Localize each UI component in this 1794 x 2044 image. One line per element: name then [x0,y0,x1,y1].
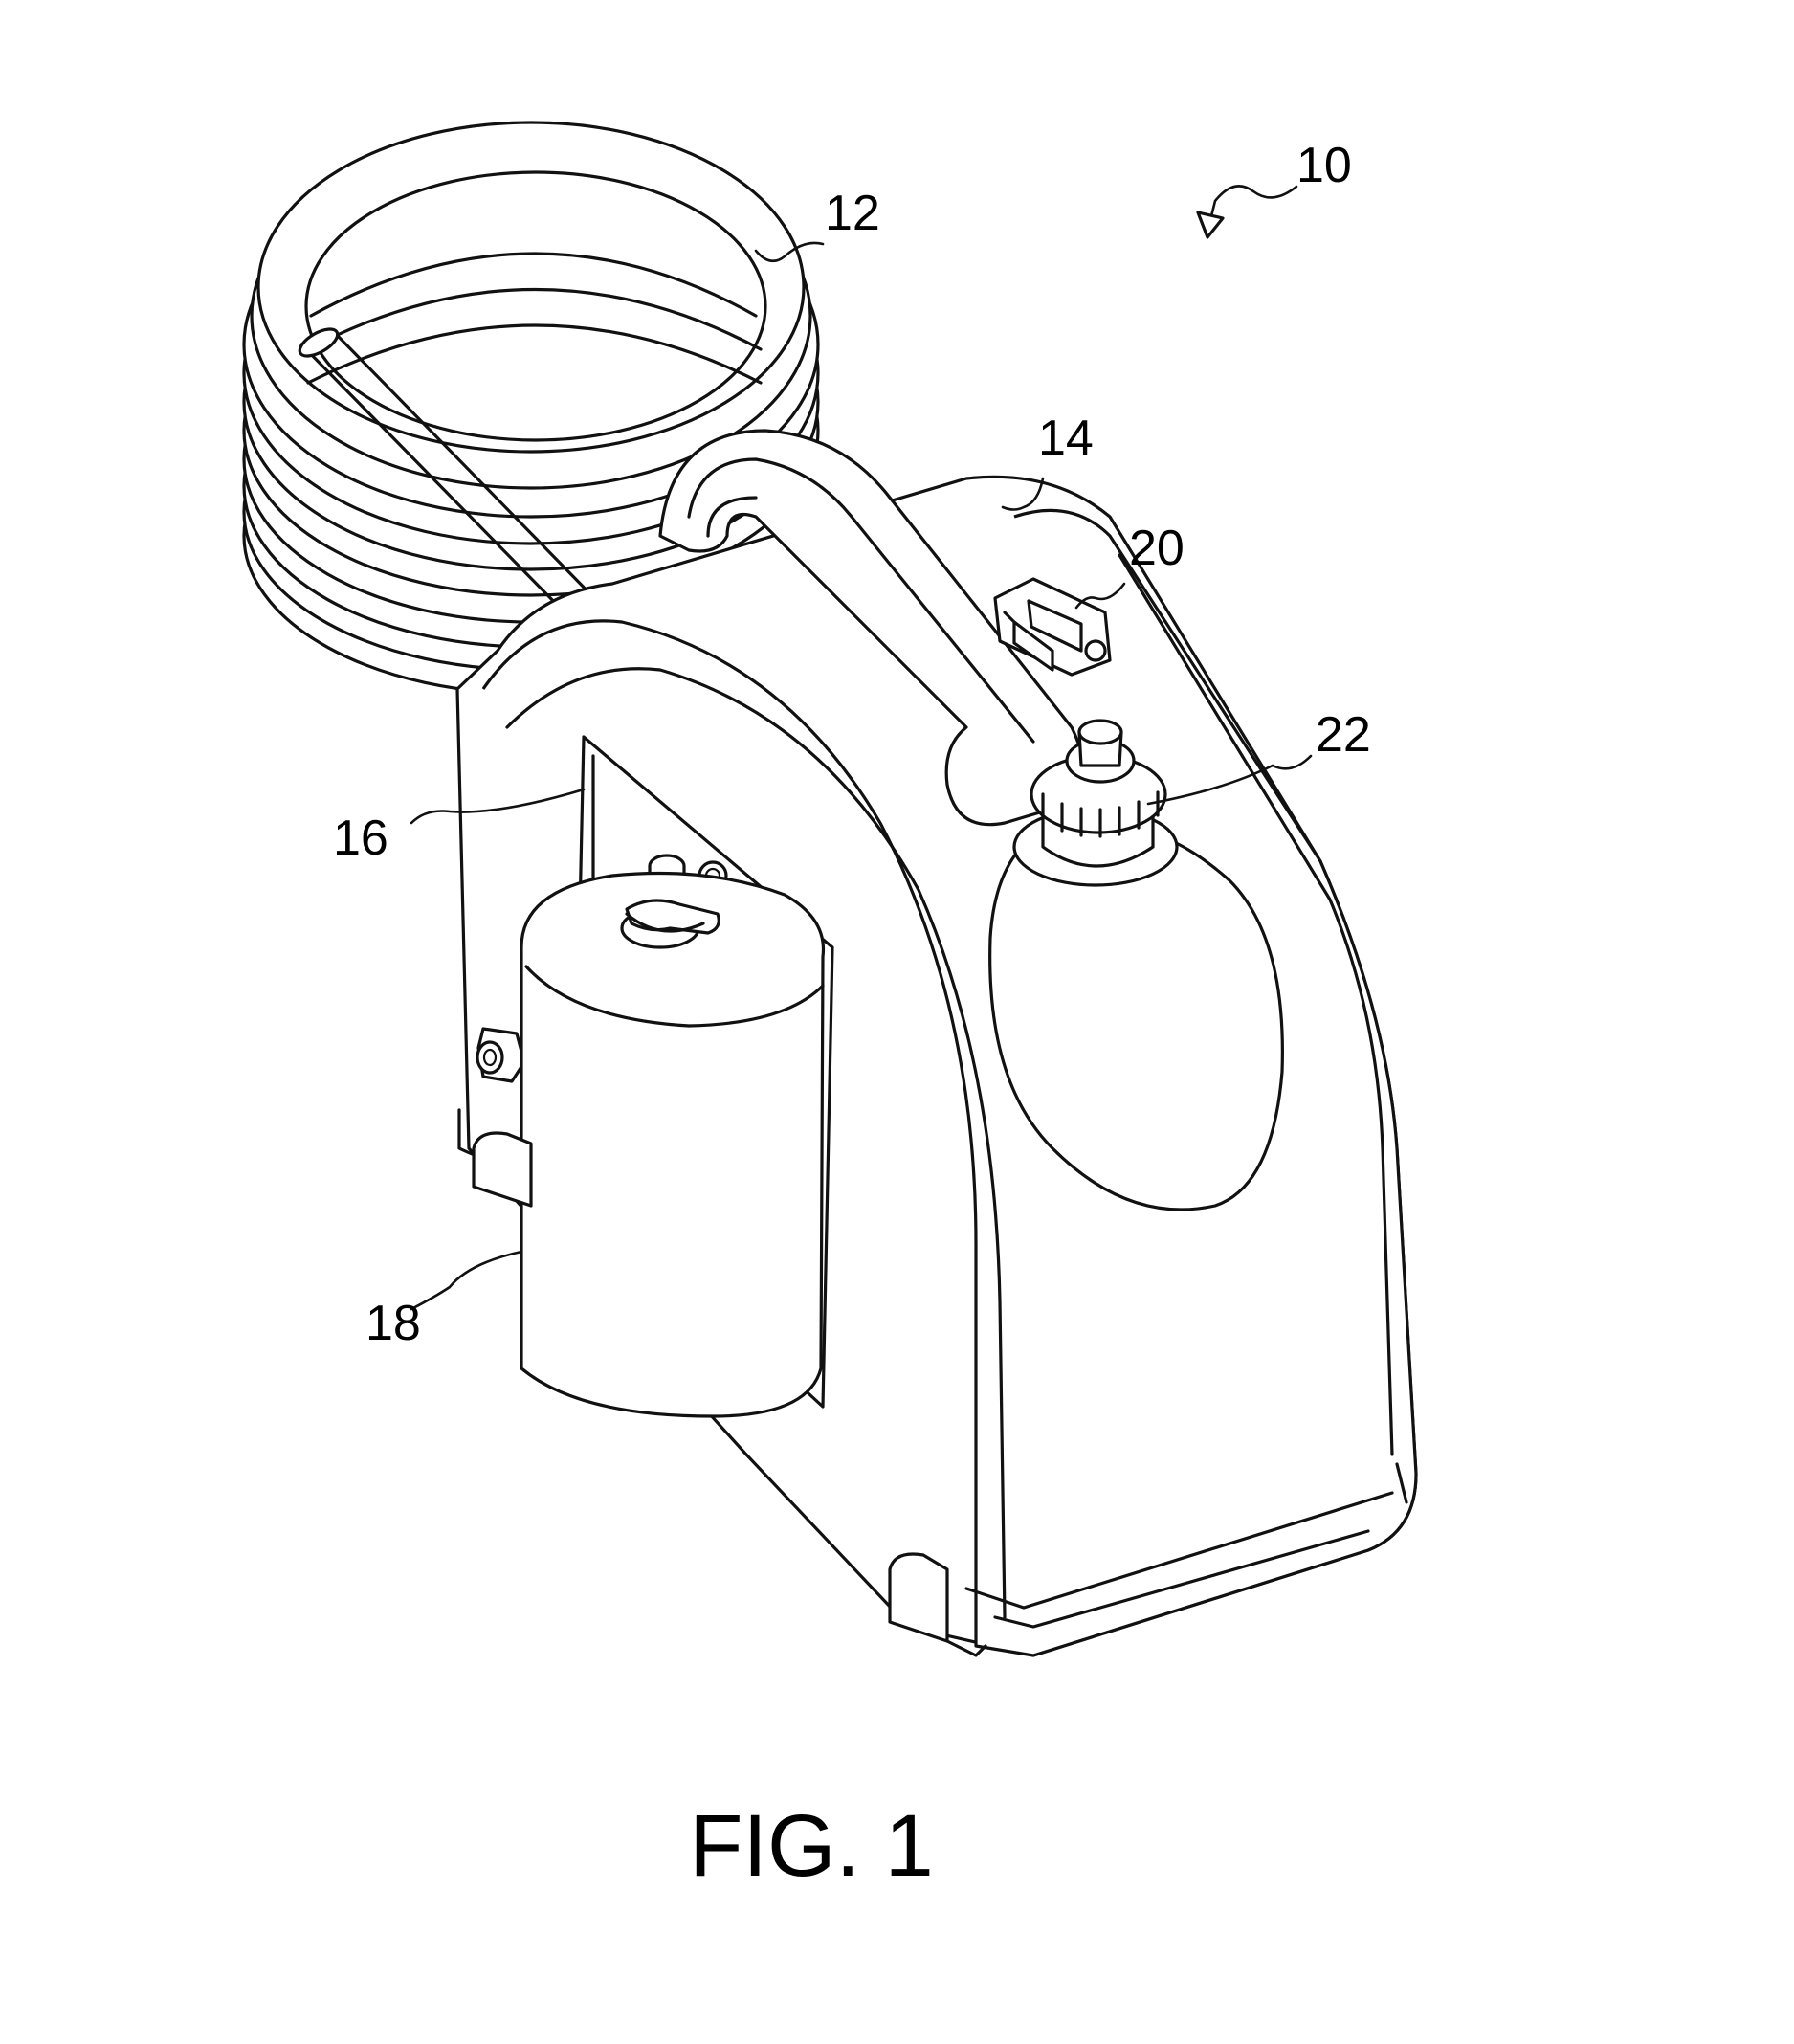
leader-18 [411,1252,521,1309]
arrowhead-10-icon [1198,212,1223,237]
ref-label-14: 14 [1038,411,1094,466]
figure-caption: FIG. 1 [689,1797,934,1895]
ref-label-20: 20 [1129,521,1185,576]
ref-label-18: 18 [365,1296,421,1351]
leader-10 [1210,186,1296,220]
ref-label-12: 12 [825,186,880,241]
ref-label-16: 16 [333,811,388,866]
ref-label-22: 22 [1316,707,1371,763]
ref-label-10: 10 [1296,138,1352,193]
canister [521,874,824,1417]
